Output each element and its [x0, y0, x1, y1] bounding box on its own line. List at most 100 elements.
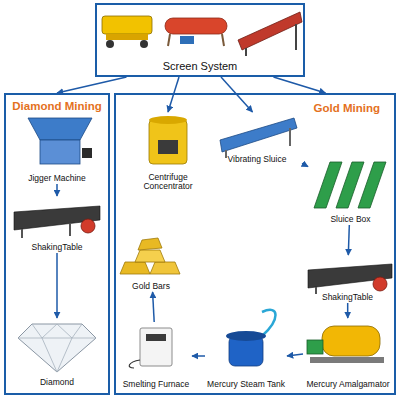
gem-facet — [18, 338, 96, 339]
flow-arrow — [287, 354, 303, 356]
sluice-leg — [225, 150, 227, 158]
table-leg — [69, 224, 71, 236]
flow-arrow — [221, 77, 253, 112]
gold-bar — [135, 250, 165, 262]
drum-leg — [168, 34, 170, 46]
table-motor — [81, 219, 95, 233]
gold-bar — [138, 238, 162, 250]
node-label: ShakingTable — [322, 293, 373, 303]
table-leg — [21, 229, 23, 238]
node-label: Sluice Box — [330, 215, 370, 225]
flow-arrow — [57, 77, 127, 93]
machine-node: Vibrating Sluice — [212, 112, 302, 165]
machine-node: ShakingTable — [300, 255, 395, 303]
node-label: Centrifuge Concentrator — [134, 173, 202, 192]
tank-pipe — [262, 310, 276, 336]
node-label: Smelting Furnace — [123, 380, 190, 390]
trommel-base — [106, 34, 148, 40]
shaking-table-left — [14, 206, 100, 238]
flow-arrow — [348, 225, 349, 255]
drum-leg — [222, 34, 224, 46]
node-label: Jigger Machine — [28, 174, 86, 184]
node-label: Diamond — [40, 378, 74, 388]
drum-body — [165, 18, 227, 34]
screen-leg — [295, 24, 297, 50]
rotary-drum-screen — [165, 18, 227, 46]
furnace-body — [140, 328, 172, 366]
trommel-wheel — [140, 40, 148, 48]
gold-bars — [120, 238, 180, 274]
table-leg — [315, 287, 317, 294]
screen-deck — [238, 12, 302, 50]
flow-arrow — [56, 184, 58, 196]
amalgamator-base — [310, 357, 384, 363]
centrifuge-door — [158, 140, 178, 154]
diamond-panel: Diamond MiningJigger MachineShakingTable… — [4, 93, 110, 395]
gem-facet — [32, 324, 82, 338]
jigger-hopper — [28, 118, 92, 140]
table-motor — [373, 277, 387, 291]
machine-node: Mercury Amalgamator — [303, 318, 393, 390]
machine-node: Mercury Steam Tank — [205, 322, 287, 390]
node-label: Gold Bars — [132, 282, 170, 292]
machine-node: Jigger Machine — [8, 112, 106, 184]
mercury-steam-tank — [226, 310, 276, 366]
panel-title: Screen System — [163, 60, 238, 72]
trommel-screen — [102, 16, 152, 48]
flow-arrow — [153, 292, 155, 322]
node-label: ShakingTable — [31, 243, 82, 253]
jigger-machine — [28, 118, 92, 164]
sluice-box — [314, 162, 342, 208]
node-label: Vibrating Sluice — [228, 155, 287, 165]
flow-arrow — [56, 253, 58, 318]
flow-arrow — [274, 77, 326, 93]
screen-system-box: Screen System — [95, 3, 305, 77]
gem-outline — [18, 324, 96, 372]
sluice-deck — [220, 118, 297, 152]
diamond-gem — [18, 324, 96, 372]
vibrating-sluice — [220, 118, 297, 158]
product-node: Gold Bars — [116, 232, 186, 292]
product-node: Diamond — [8, 318, 106, 388]
panel-title: Diamond Mining — [12, 100, 101, 113]
flow-arrow — [192, 355, 205, 357]
machine-node: Centrifuge Concentrator — [128, 112, 208, 192]
flow-arrow — [347, 303, 349, 318]
jigger-motor — [82, 148, 92, 158]
centrifuge-body — [149, 120, 187, 164]
node-label: Mercury Steam Tank — [207, 380, 285, 390]
drum-motor — [180, 36, 194, 44]
gold-panel: Gold MiningCentrifuge Concentrator Vibrat… — [114, 93, 396, 395]
shaking-table-right — [308, 264, 392, 294]
trommel-drum — [102, 16, 152, 34]
furnace-cable — [129, 360, 140, 368]
smelting-furnace — [129, 328, 172, 368]
amalgamator-motor — [307, 340, 323, 354]
sluice-box — [358, 162, 386, 208]
flow-arrow — [302, 163, 308, 166]
amalgamator-drum — [322, 326, 380, 356]
centrifuge-concentrator — [149, 116, 187, 164]
sluice-box — [336, 162, 364, 208]
gold-bar — [150, 262, 180, 274]
panel-title: Gold Mining — [314, 102, 380, 115]
gem-facet — [42, 338, 72, 372]
gold-bar — [120, 262, 150, 274]
vibrating-screen — [238, 12, 302, 56]
machine-node: Sluice Box — [308, 155, 393, 225]
furnace-display — [146, 334, 166, 341]
flow-arrow — [168, 77, 179, 112]
screen-leg — [245, 48, 247, 56]
sluice-boxes — [314, 162, 386, 208]
machine-node: ShakingTable — [8, 196, 106, 253]
sluice-leg — [289, 128, 291, 146]
machine-node: Smelting Furnace — [120, 322, 192, 390]
jigger-body — [40, 140, 80, 164]
mercury-amalgamator — [307, 326, 384, 363]
trommel-wheel — [106, 40, 114, 48]
centrifuge-top — [149, 116, 187, 124]
tank-lid — [226, 331, 266, 341]
node-label: Mercury Amalgamator — [306, 380, 389, 390]
